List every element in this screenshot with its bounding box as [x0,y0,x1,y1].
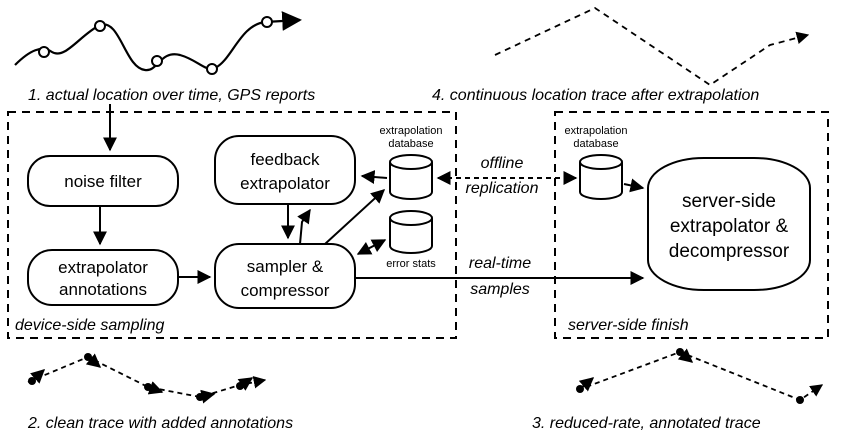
caption-step-1: 1. actual location over time, GPS report… [28,87,315,104]
sampler-to-device-db-arrow [324,189,386,245]
caption-step-2: 2. clean trace with added annotations [27,415,293,432]
realtime-label-line2: samples [470,281,530,298]
server-db-label-line1: extrapolation [565,125,628,137]
error-stats-label: error stats [386,258,436,270]
error-stats-database [389,210,433,254]
reduced-sample-point [796,396,804,404]
offline-label-line2: replication [466,180,539,197]
caption-step-3: 3. reduced-rate, annotated trace [532,415,761,432]
device-side-region [7,111,457,339]
server-box-line1: server-side [682,191,776,212]
caption-step-4: 4. continuous location trace after extra… [432,87,759,104]
device-db-label-line1: extrapolation [380,125,443,137]
offline-label-line1: offline [481,155,524,172]
reduced-rate-trace [576,348,824,404]
annotations-label-line1: extrapolator [58,258,148,277]
sampler-label-line2: compressor [241,281,330,300]
server-db-label-line2: database [573,138,618,150]
device-side-label: device-side sampling [15,317,165,334]
noise-filter-box [27,155,179,207]
server-side-region [554,111,829,339]
device-db-label-line2: database [388,138,433,150]
realtime-label-line1: real-time [469,255,531,272]
feedback-label-line1: feedback [251,150,320,169]
server-db-to-extrapolator-arrow [623,178,645,193]
sampler-to-feedback-arrow [297,208,311,245]
server-side-label: server-side finish [568,317,689,334]
noise-filter-label: noise filter [64,172,142,191]
sampler-compressor-box [214,243,356,309]
sampler-label-line1: sampler & [247,257,324,276]
feedback-from-db-arrow [360,170,388,184]
gps-report-point [261,16,273,28]
sampler-error-stats-arrow [356,239,387,255]
extrapolated-trace [494,6,810,87]
gps-report-point [94,20,106,32]
gps-report-point [206,63,218,75]
gps-report-point [38,46,50,58]
feedback-label-line2: extrapolator [240,174,330,193]
actual-location-trace [14,11,302,75]
server-box-line3: decompressor [669,241,790,262]
server-extrapolator-box [647,157,811,291]
clean-annotated-trace [27,353,267,404]
device-extrapolation-database [389,154,433,200]
gps-report-point [151,55,163,67]
annotations-label-line2: annotations [59,280,147,299]
server-box-line2: extrapolator & [670,216,789,237]
feedback-extrapolator-box [214,135,356,205]
server-extrapolation-database [579,154,623,200]
